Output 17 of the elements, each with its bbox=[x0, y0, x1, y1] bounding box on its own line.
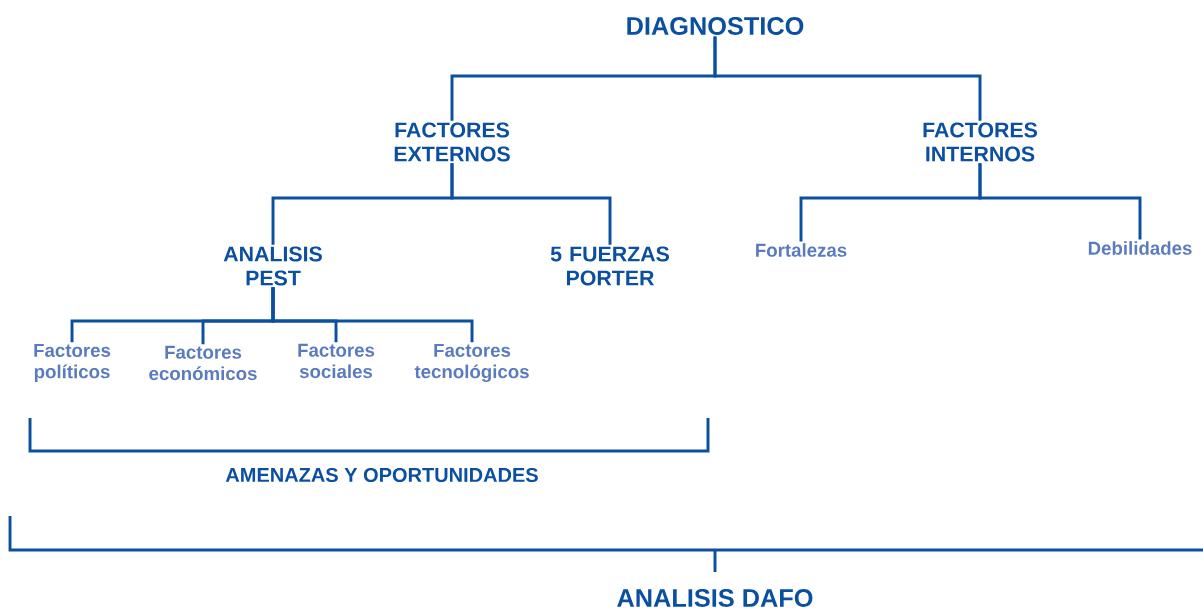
item-label: Debilidades bbox=[1088, 241, 1192, 255]
tree-connector bbox=[271, 287, 474, 343]
tree-connector bbox=[713, 36, 982, 121]
item-label: Factores económicos bbox=[149, 345, 257, 381]
item-label: Factores tecnológicos bbox=[414, 343, 529, 383]
category-label: FACTORES INTERNOS bbox=[923, 122, 1038, 162]
category-label: 5 FUERZAS PORTER bbox=[550, 246, 669, 286]
heading-text: AMENAZAS Y OPORTUNIDADES bbox=[225, 467, 538, 483]
heading-text: ANALISIS DAFO bbox=[617, 589, 813, 607]
heading-text: DIAGNOSTICO bbox=[627, 17, 804, 35]
item-label: Factores políticos bbox=[34, 343, 111, 382]
item-label: Fortalezas bbox=[756, 243, 847, 257]
category-label: FACTORES EXTERNOS bbox=[394, 122, 510, 162]
tree-connector bbox=[978, 163, 1142, 240]
category-label: ANALISIS PEST bbox=[223, 246, 322, 286]
tree-connector bbox=[450, 163, 612, 245]
item-label: Factores sociales bbox=[298, 343, 375, 379]
